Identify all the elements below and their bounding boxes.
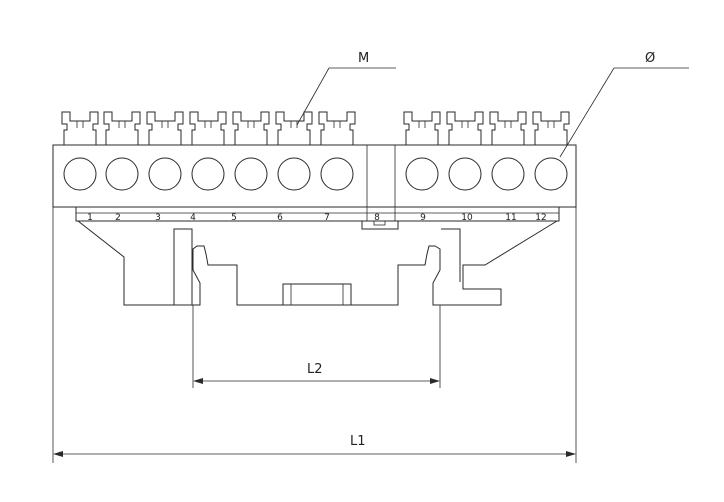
diameter-label: Ø	[645, 51, 655, 66]
terminal-number: 10	[461, 213, 473, 223]
l1-label: L1	[350, 434, 366, 449]
terminal-number: 1	[87, 213, 93, 223]
terminal	[403, 111, 441, 191]
screw-cap	[446, 111, 484, 146]
diameter-leader-diagonal	[559, 67, 615, 158]
screw-label: M	[358, 51, 369, 66]
terminal-number: 6	[277, 213, 283, 223]
l2-arrow-right	[430, 378, 440, 384]
screw-cap	[489, 111, 527, 146]
wire-hole	[534, 157, 568, 191]
terminal-number: 7	[324, 213, 330, 223]
terminal	[275, 111, 313, 191]
l1-arrow-right	[566, 451, 576, 457]
right-clip-tab	[441, 228, 461, 282]
wire-hole	[63, 157, 97, 191]
l2-label: L2	[307, 362, 323, 377]
screw-cap	[232, 111, 270, 146]
screw-cap	[318, 111, 356, 146]
wire-hole	[105, 157, 139, 191]
numbering-strip	[75, 206, 560, 222]
left-clip-tab	[173, 228, 193, 305]
terminal	[489, 111, 527, 191]
screw-cap	[189, 111, 227, 146]
screw-cap	[103, 111, 141, 146]
screw-cap	[275, 111, 313, 146]
wire-hole	[405, 157, 439, 191]
wire-hole	[320, 157, 354, 191]
terminal	[61, 111, 99, 191]
wire-hole	[491, 157, 525, 191]
terminal	[446, 111, 484, 191]
screw-leader-diagonal	[296, 67, 330, 126]
terminal-number: 2	[115, 213, 121, 223]
terminal-number: 4	[190, 213, 196, 223]
terminal-number: 3	[155, 213, 161, 223]
terminal-number: 9	[420, 213, 426, 223]
terminal	[318, 111, 356, 191]
terminal	[532, 111, 570, 191]
bottom-center-block	[282, 283, 352, 306]
terminal	[146, 111, 184, 191]
mounting-foot-outline	[77, 220, 558, 306]
terminal-number: 12	[535, 213, 546, 223]
l2-arrow-left	[193, 378, 203, 384]
wire-hole	[191, 157, 225, 191]
wire-hole	[277, 157, 311, 191]
terminal-number: 11	[505, 213, 516, 223]
wire-hole	[448, 157, 482, 191]
terminal-number: 8	[374, 213, 380, 223]
screw-cap	[532, 111, 570, 146]
wire-hole	[148, 157, 182, 191]
screw-cap	[61, 111, 99, 146]
wire-hole	[234, 157, 268, 191]
terminal-number: 5	[231, 213, 237, 223]
screw-cap	[403, 111, 441, 146]
terminal	[103, 111, 141, 191]
terminal	[189, 111, 227, 191]
terminal-row	[61, 111, 570, 191]
l1-arrow-left	[53, 451, 63, 457]
center-clip-slot	[373, 220, 386, 226]
terminal	[232, 111, 270, 191]
screw-cap	[146, 111, 184, 146]
